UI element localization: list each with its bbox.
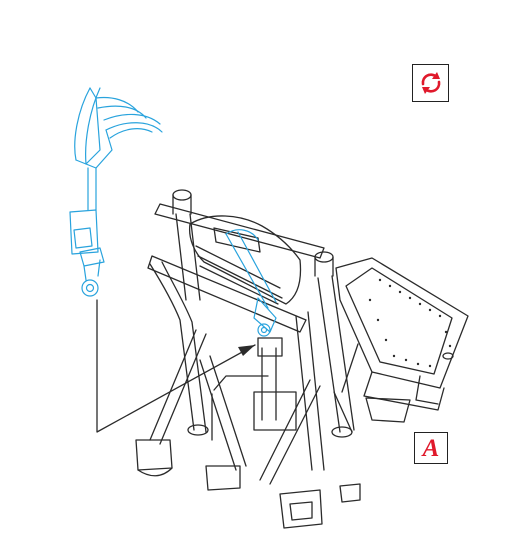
rotate-view-box	[412, 64, 449, 102]
seat-frame	[135, 189, 361, 529]
harness-strap-on-seat	[225, 229, 277, 337]
leader-line	[96, 299, 256, 433]
harness-strap-detail	[69, 87, 163, 297]
seat-bucket	[335, 257, 469, 423]
view-label: A	[422, 434, 440, 462]
view-label-box: A	[414, 432, 448, 464]
rotate-arrows-icon	[421, 72, 440, 94]
